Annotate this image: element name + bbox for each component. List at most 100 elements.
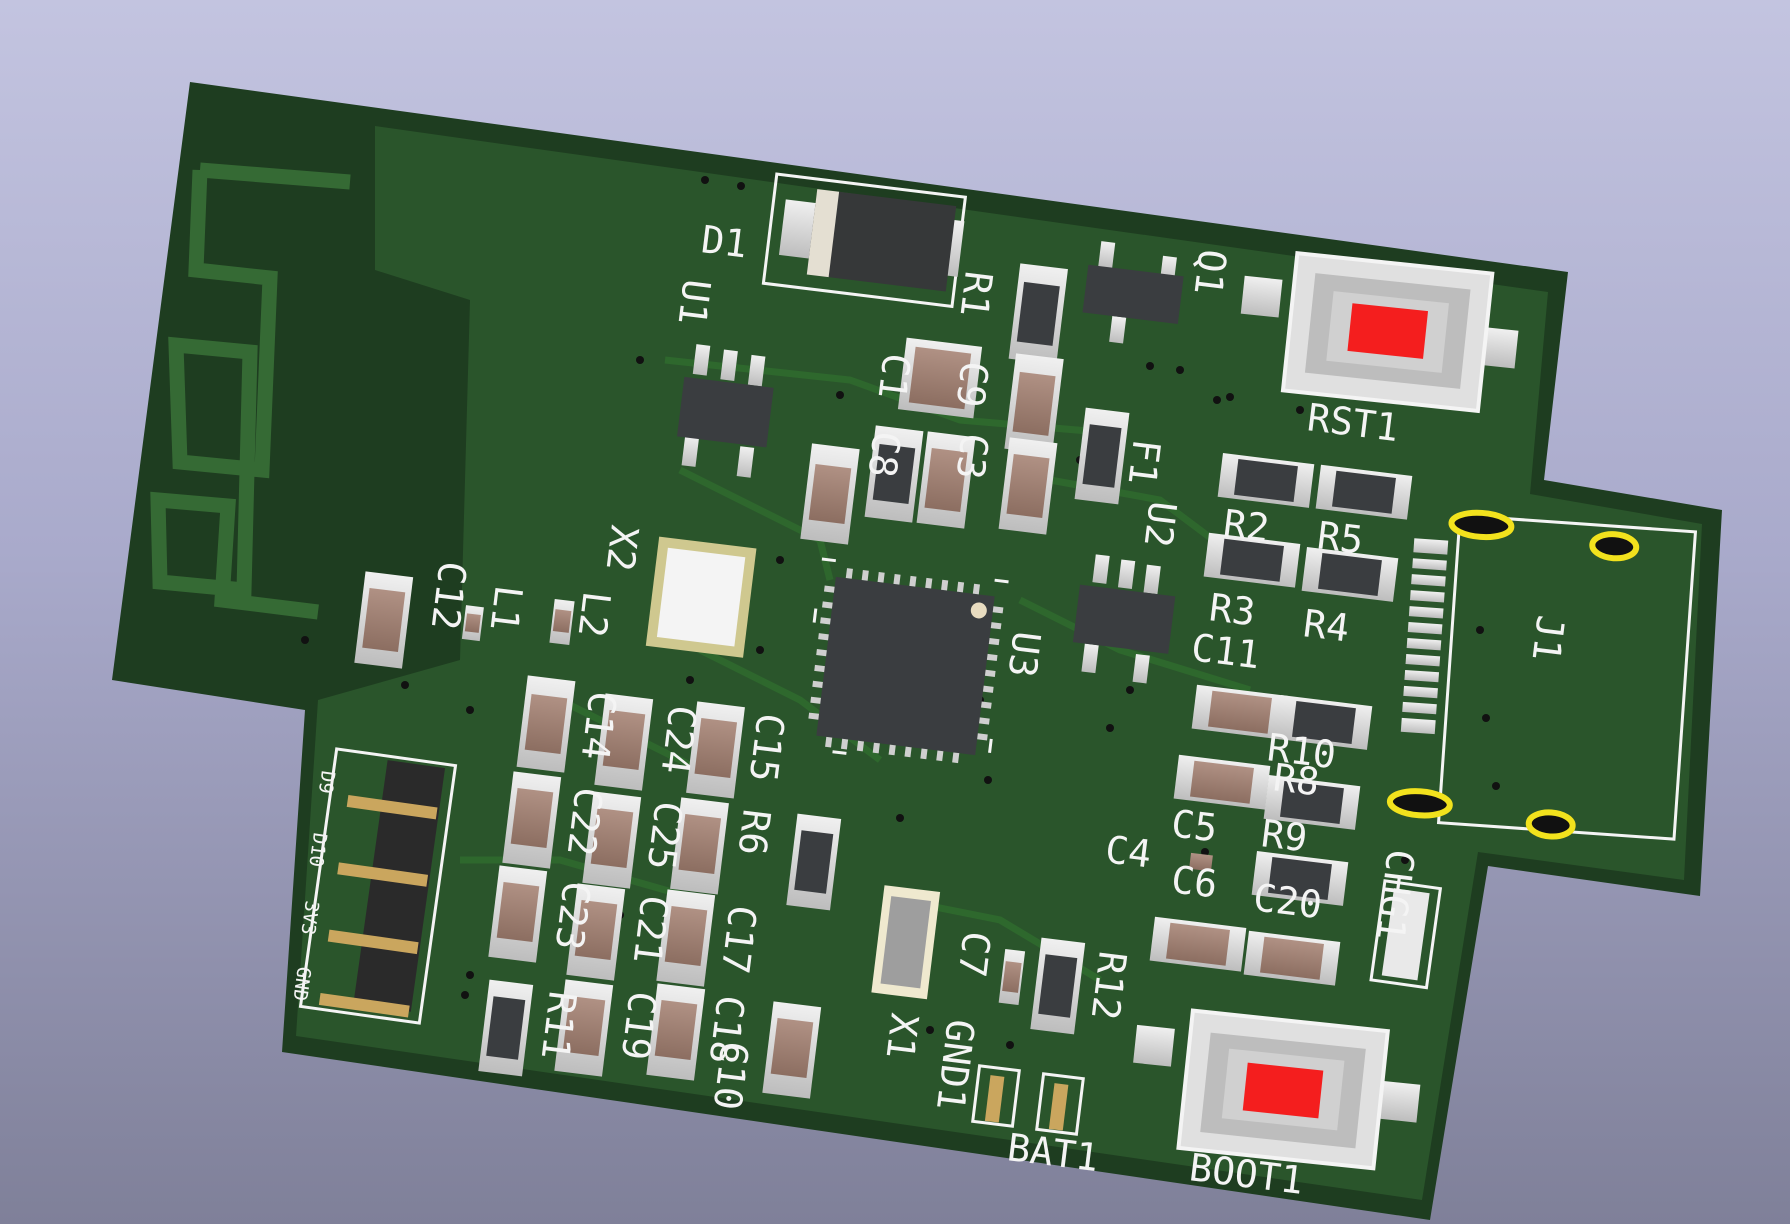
res-r9 bbox=[1251, 851, 1349, 906]
header-pin-d9: D9 bbox=[314, 769, 339, 795]
header-pin-gnd: GND bbox=[288, 965, 315, 1002]
label-u1: U1 bbox=[669, 277, 718, 328]
label-c17: C17 bbox=[713, 903, 765, 976]
label-c7: C7 bbox=[949, 929, 998, 980]
usb-c-connector-j1[interactable] bbox=[1386, 508, 1698, 845]
pin-header-body bbox=[318, 760, 446, 1018]
label-c24: C24 bbox=[653, 703, 705, 776]
label-r5: R5 bbox=[1315, 513, 1366, 562]
cap-c5 bbox=[1173, 754, 1271, 810]
label-r12: R12 bbox=[1083, 949, 1135, 1022]
label-c12: C12 bbox=[423, 559, 475, 632]
component-x1[interactable] bbox=[871, 885, 941, 1000]
res-r11 bbox=[478, 979, 534, 1077]
cap-c19 bbox=[554, 979, 614, 1077]
component-u2[interactable] bbox=[1069, 553, 1179, 686]
label-x2: X2 bbox=[597, 523, 646, 574]
label-c4: C4 bbox=[1103, 827, 1154, 876]
label-c15: C15 bbox=[741, 711, 793, 784]
label-c1: C1 bbox=[869, 351, 918, 402]
label-c8: C8 bbox=[859, 429, 908, 480]
res-r6-dark bbox=[786, 813, 842, 911]
label-c18: C18 bbox=[701, 993, 753, 1066]
component-q1[interactable] bbox=[1079, 240, 1186, 350]
component-x2[interactable] bbox=[645, 536, 757, 658]
label-q1: Q1 bbox=[1185, 247, 1234, 298]
header-pin-labels: D9 D10 3V3 GND bbox=[288, 769, 339, 1002]
res-r10 bbox=[1275, 695, 1373, 750]
cap-c21 bbox=[566, 883, 626, 981]
label-c9: C9 bbox=[947, 359, 996, 410]
label-c20: C20 bbox=[1251, 875, 1324, 927]
label-r4: R4 bbox=[1301, 601, 1352, 650]
cap-c23 bbox=[488, 865, 548, 963]
label-c25: C25 bbox=[639, 799, 691, 872]
res-r3 bbox=[1203, 532, 1301, 588]
cap-c25 bbox=[582, 791, 642, 889]
component-chg1-led[interactable] bbox=[1369, 879, 1443, 990]
test-point-bat1[interactable] bbox=[1035, 1072, 1085, 1136]
label-f1: F1 bbox=[1119, 437, 1168, 488]
reset-button[interactable] bbox=[1233, 248, 1524, 414]
label-c23: C23 bbox=[547, 879, 599, 952]
label-r2: R2 bbox=[1221, 501, 1272, 550]
pin-header-outline bbox=[298, 747, 458, 1025]
cap-c11 bbox=[1191, 684, 1289, 740]
cap-c-near-r1 bbox=[1004, 353, 1064, 455]
test-point-gnd1[interactable] bbox=[971, 1064, 1021, 1128]
label-c3: C3 bbox=[947, 431, 996, 482]
cap-c-near-f1 bbox=[998, 437, 1058, 535]
cap-c18 bbox=[646, 983, 706, 1081]
cap-c24 bbox=[594, 693, 654, 791]
ind-l1 bbox=[461, 605, 484, 642]
cap-c20 bbox=[1243, 930, 1341, 986]
label-c21: C21 bbox=[625, 893, 677, 966]
passive-components bbox=[354, 263, 1413, 1099]
label-c14: C14 bbox=[573, 689, 625, 762]
cap-c15 bbox=[686, 701, 745, 799]
label-c22: C22 bbox=[559, 785, 611, 858]
label-c5: C5 bbox=[1169, 801, 1220, 850]
res-r4 bbox=[1301, 547, 1399, 602]
ind-l2 bbox=[549, 598, 575, 646]
cap-c7 bbox=[998, 948, 1026, 1006]
res-r1 bbox=[1008, 263, 1068, 365]
label-r6: R6 bbox=[729, 807, 778, 858]
cap-c6 bbox=[1149, 916, 1247, 972]
antenna-trace bbox=[150, 162, 351, 620]
cap-c3 bbox=[916, 431, 976, 529]
label-c11: C11 bbox=[1189, 625, 1262, 677]
label-j1: J1 bbox=[1523, 613, 1572, 664]
res-f1 bbox=[1074, 407, 1130, 505]
label-d1: D1 bbox=[699, 217, 750, 266]
header-pin-3v3: 3V3 bbox=[296, 899, 323, 936]
component-d1[interactable] bbox=[761, 172, 968, 309]
res-r8 bbox=[1263, 775, 1361, 830]
res-r5 bbox=[1315, 464, 1413, 520]
label-c10: C10 bbox=[705, 1039, 757, 1112]
cap-c14 bbox=[516, 675, 576, 773]
label-c19: C19 bbox=[613, 989, 665, 1062]
cap-c4 bbox=[1189, 852, 1213, 872]
cap-c17 bbox=[656, 889, 716, 987]
silkscreen-labels: D1 R1 Q1 U1 RST1 C1 C8 C9 C3 F1 U2 R2 R5… bbox=[423, 217, 1573, 1203]
cap-c10 bbox=[762, 1001, 822, 1099]
component-u1[interactable] bbox=[673, 343, 778, 479]
res-r2 bbox=[1217, 453, 1315, 508]
label-r11: R11 bbox=[533, 989, 585, 1062]
cap-c12 bbox=[354, 571, 414, 669]
label-l2: L2 bbox=[569, 589, 618, 640]
component-u3-mcu[interactable] bbox=[797, 557, 1013, 773]
label-u2: U2 bbox=[1135, 499, 1184, 550]
cap-c1 bbox=[897, 337, 983, 419]
boot-button[interactable] bbox=[1125, 1005, 1426, 1172]
cap-c-r6 bbox=[670, 797, 729, 895]
cap-c22 bbox=[502, 771, 562, 869]
cap-c8 bbox=[800, 443, 860, 545]
label-r3: R3 bbox=[1207, 585, 1258, 634]
label-r9: R9 bbox=[1259, 811, 1310, 860]
label-r1: R1 bbox=[951, 269, 1000, 320]
label-u3: U3 bbox=[999, 629, 1048, 680]
